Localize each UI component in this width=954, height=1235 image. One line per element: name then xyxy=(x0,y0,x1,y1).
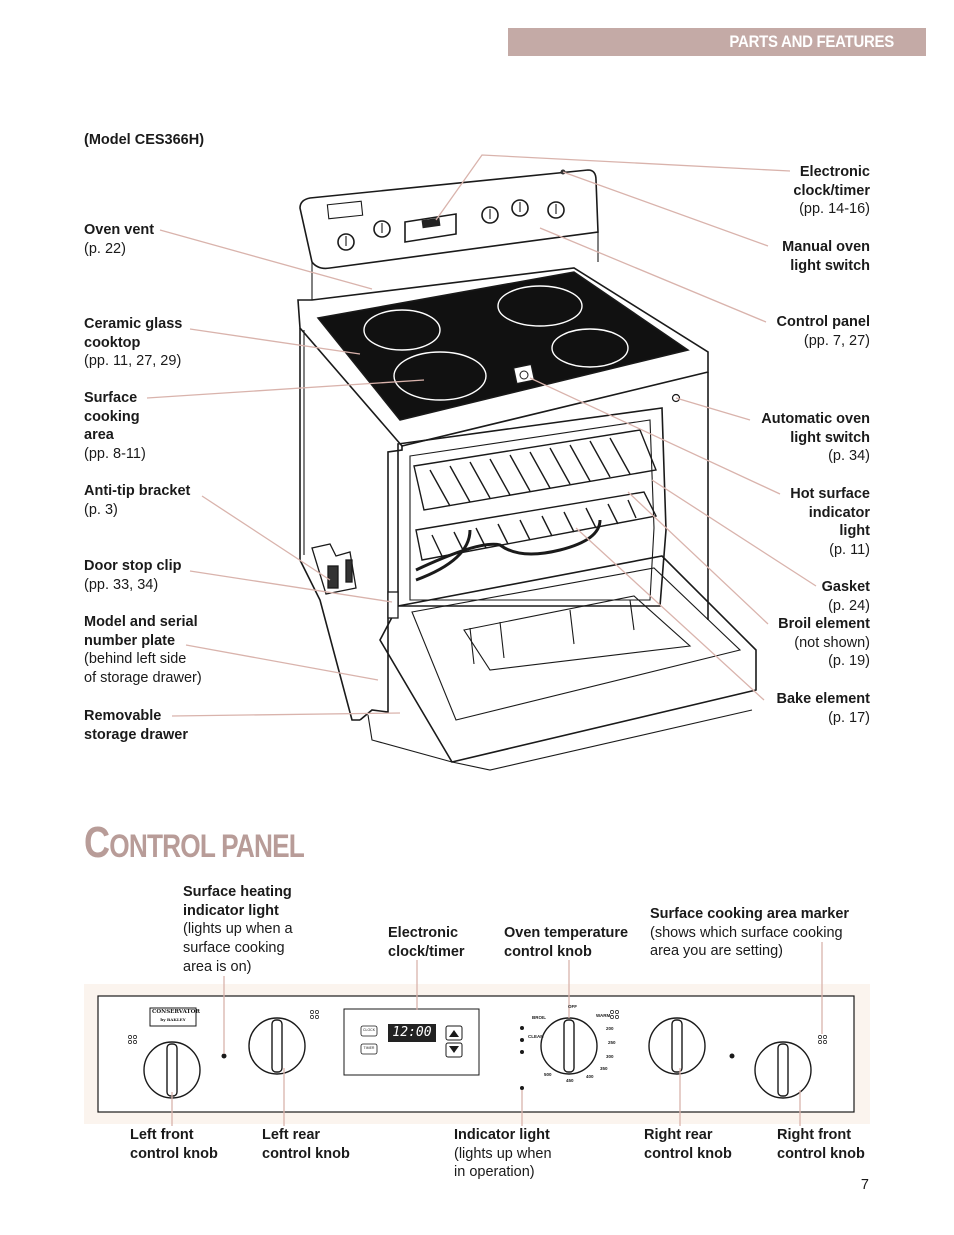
label-left-rear-knob: Left rear control knob xyxy=(262,1127,350,1162)
label-manual-oven-light-switch: Manual oven light switch xyxy=(782,239,870,274)
model-label: (Model CES366H) xyxy=(84,132,205,148)
page-number: 7 xyxy=(860,1177,869,1193)
anti-tip-bracket xyxy=(311,543,357,595)
oven-racks xyxy=(413,429,658,561)
label-surface-heating-indicator: Surface heating indicator light (lights … xyxy=(183,884,293,975)
oven-temp-knob-icon xyxy=(540,1017,598,1075)
label-automatic-oven-light-switch: Automatic oven light switch(p. 34) xyxy=(761,411,870,465)
label-hot-surface-indicator-light: Hot surface indicator light(p. 11) xyxy=(790,486,870,559)
leader-lines xyxy=(146,154,817,717)
label-bake-element: Bake element(p. 17) xyxy=(776,691,871,726)
right-rear-knob-icon xyxy=(648,1017,706,1075)
range-illustration xyxy=(146,154,817,771)
right-front-knob-icon xyxy=(754,1041,812,1099)
label-oven-temperature-knob: Oven temperature control knob xyxy=(504,925,629,960)
label-removable-storage-drawer: Removable storage drawer xyxy=(84,708,188,743)
label-surface-cooking-area: Surface cooking area(pp. 8-11) xyxy=(84,390,146,463)
label-model-serial-plate: Model and serial number plate(behind lef… xyxy=(84,614,202,687)
label-gasket: Gasket(p. 24) xyxy=(821,579,870,614)
label-indicator-light: Indicator light (lights up when in opera… xyxy=(454,1127,552,1181)
label-anti-tip-bracket: Anti-tip bracket(p. 3) xyxy=(84,483,191,518)
label-panel-electronic-clock: Electronic clock/timer xyxy=(388,925,465,960)
label-electronic-clock-timer: Electronic clock/timer(pp. 14-16) xyxy=(793,164,870,218)
clock-button[interactable]: CLOCK xyxy=(362,1028,376,1032)
backguard-knobs xyxy=(337,199,565,251)
left-front-knob-icon xyxy=(143,1041,201,1099)
label-right-front-knob: Right front control knob xyxy=(777,1127,865,1162)
left-rear-knob-icon xyxy=(248,1017,306,1075)
label-control-panel: Control panel(pp. 7, 27) xyxy=(776,314,870,349)
control-knobs xyxy=(143,1017,812,1099)
label-door-stop-clip: Door stop clip(pp. 33, 34) xyxy=(84,558,182,593)
label-left-front-knob: Left front control knob xyxy=(130,1127,218,1162)
label-oven-vent: Oven vent(p. 22) xyxy=(84,222,155,257)
control-panel-heading: CONTROL PANEL xyxy=(84,818,305,867)
burners xyxy=(363,285,629,401)
section-header-bar: PARTS AND FEATURES xyxy=(508,28,926,56)
label-broil-element: Broil element(not shown)(p. 19) xyxy=(778,616,870,670)
timer-button[interactable]: TIMER xyxy=(363,1046,375,1050)
label-ceramic-glass-cooktop: Ceramic glass cooktop(pp. 11, 27, 29) xyxy=(84,316,183,370)
section-header-title: PARTS AND FEATURES xyxy=(729,32,894,51)
label-right-rear-knob: Right rear control knob xyxy=(644,1127,732,1162)
clock-display: 12:00 xyxy=(392,1025,432,1040)
oven-temp-dial-labels: OFF WARM 200 250 300 350 400 450 500 BRO… xyxy=(528,1004,616,1083)
label-surface-cooking-area-marker: Surface cooking area marker (shows which… xyxy=(650,906,850,960)
